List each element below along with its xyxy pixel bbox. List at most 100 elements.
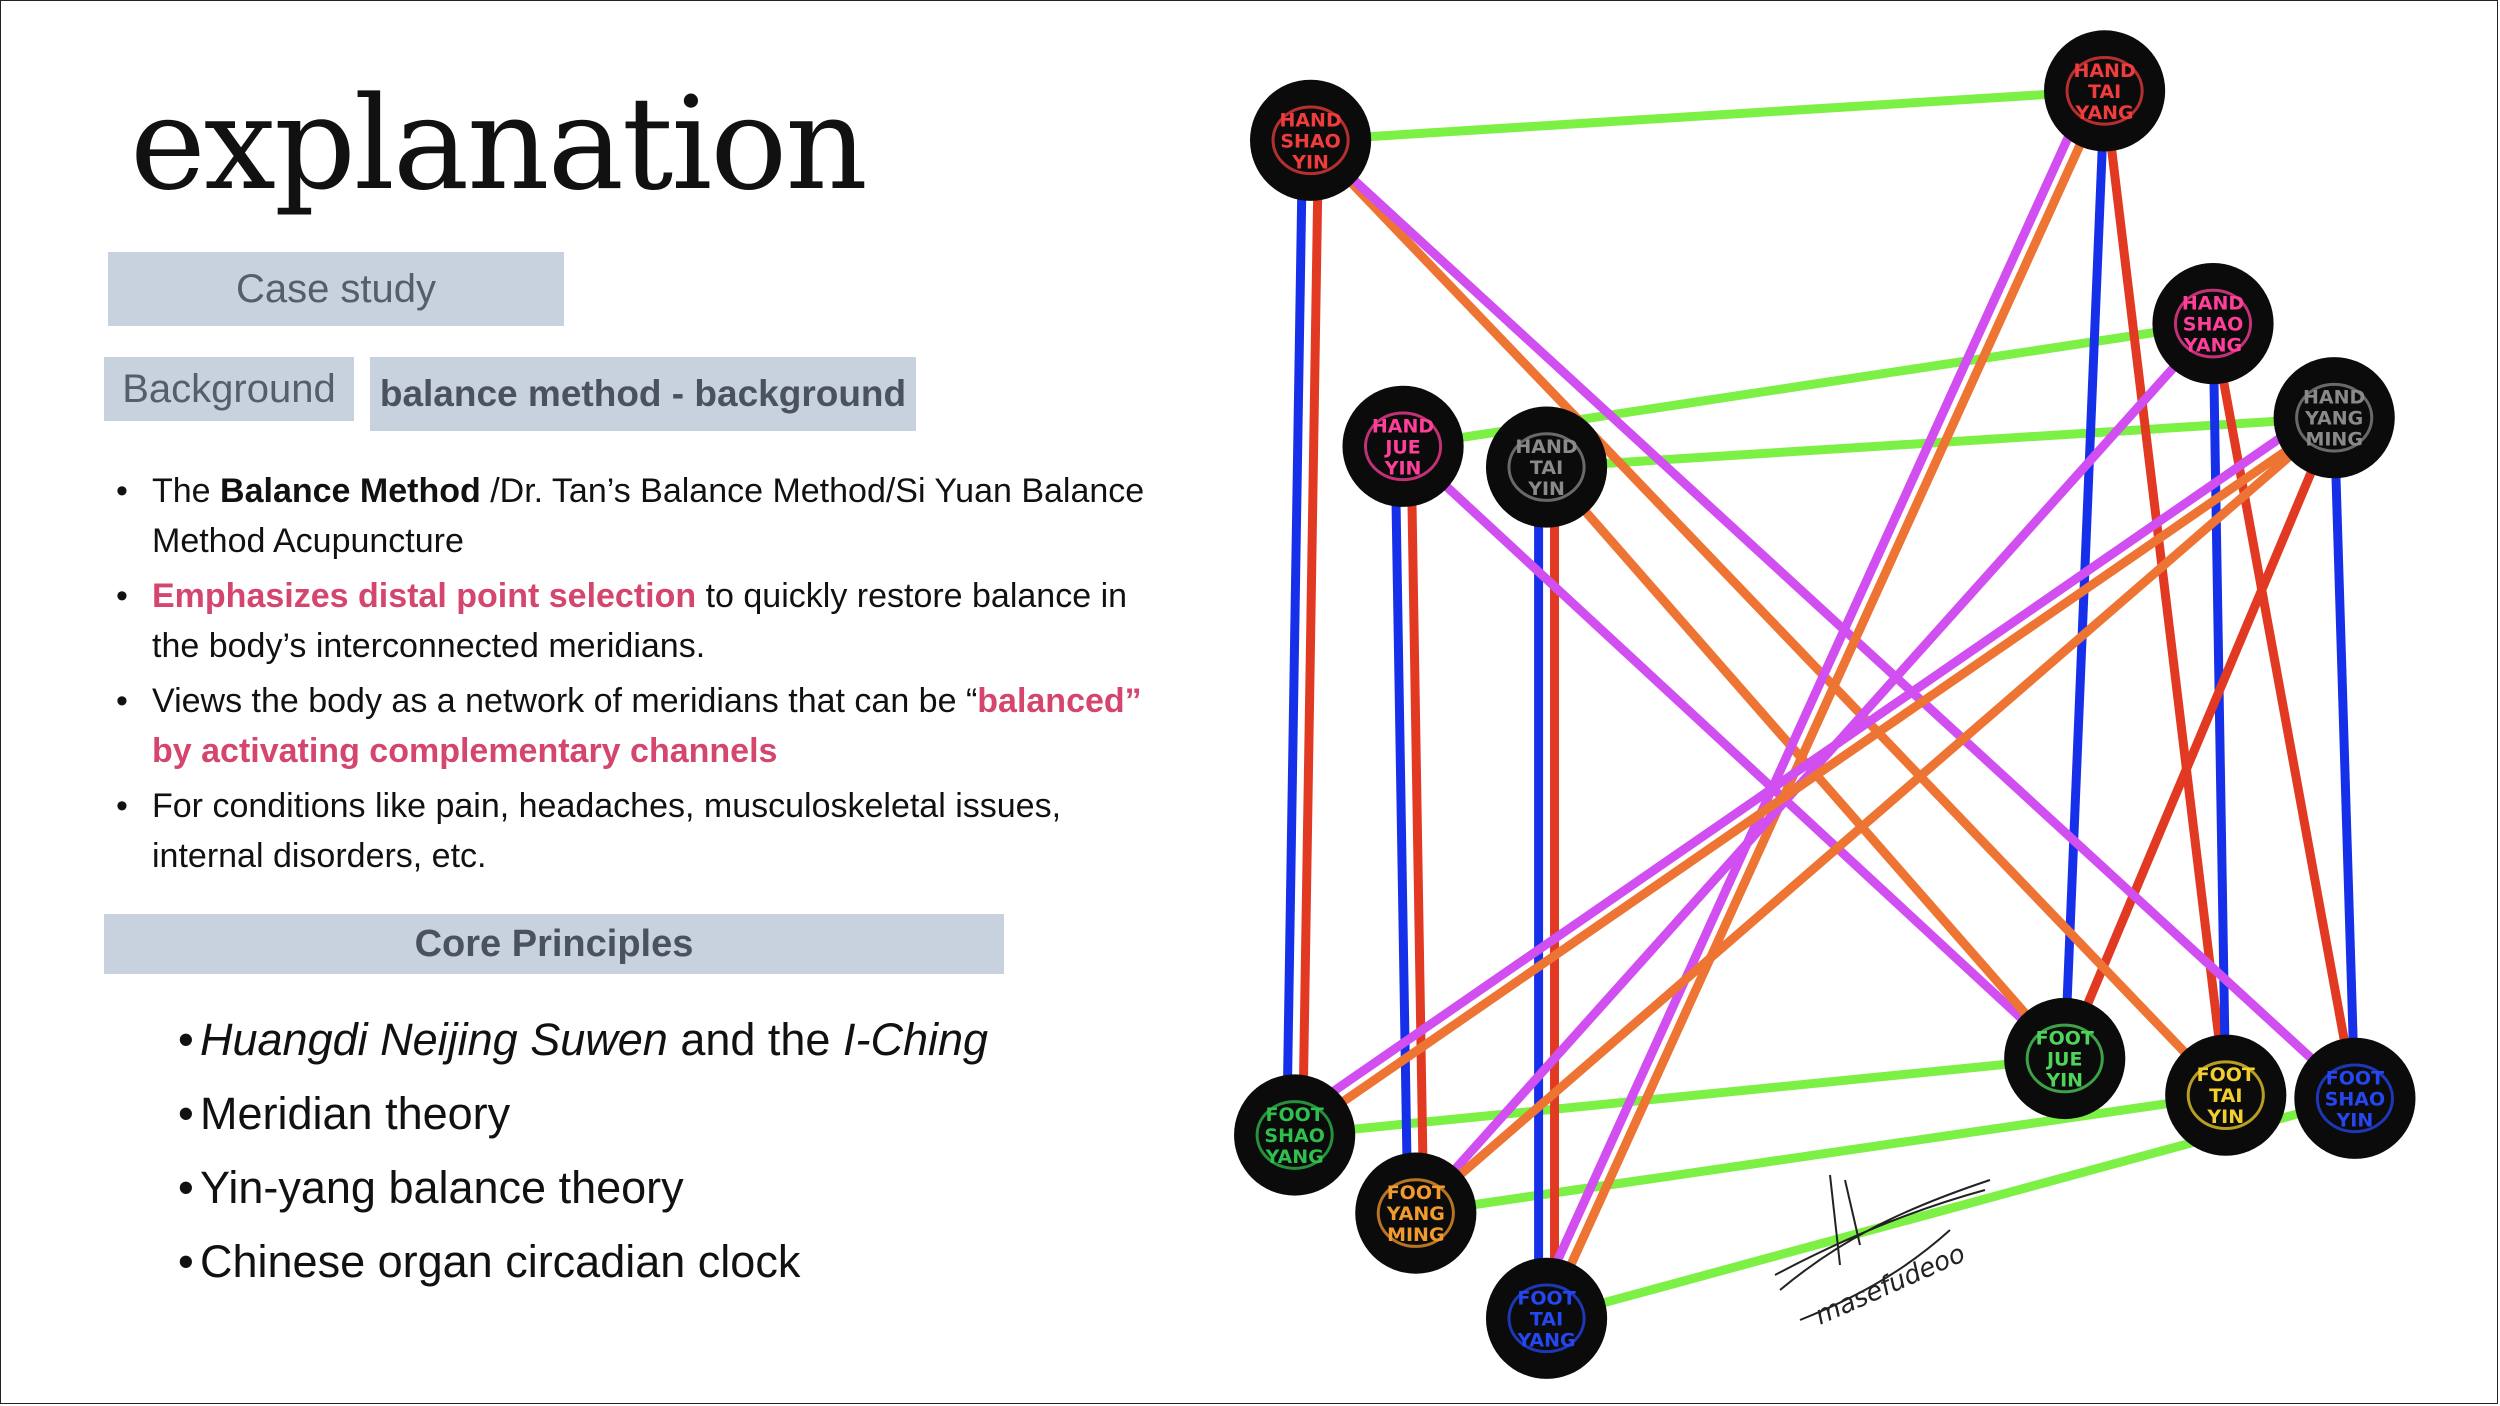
edge-red-hand-jue-yin-to-foot-yang-ming xyxy=(1406,441,1429,1218)
gallbladder-icon xyxy=(1255,1100,1334,1170)
node-circle xyxy=(1342,385,1464,507)
node-label: FOOT xyxy=(2197,1064,2255,1086)
text-run: Meridian theory xyxy=(200,1088,511,1139)
edge-green-hand-shao-yin-to-hand-tai-yang xyxy=(1306,86,2110,145)
edge-red-hand-tai-yang-to-foot-tai-yin xyxy=(2100,86,2231,1100)
edge-magenta-hand-tai-yang-to-foot-tai-yang xyxy=(1529,80,2097,1318)
signature xyxy=(1774,1174,1991,1321)
kidney-icon xyxy=(2315,1063,2394,1134)
node-label: TAI xyxy=(1530,457,1563,479)
bullet-item: Views the body as a network of meridians… xyxy=(112,676,1162,776)
node-label: YIN xyxy=(1291,151,1329,173)
text-run: Balance Method xyxy=(220,472,481,510)
node-label: HAND xyxy=(1279,109,1341,131)
edge-blue-hand-shao-yin-to-foot-shao-yang xyxy=(1282,135,1308,1140)
core-principles-heading: Core Principles xyxy=(104,914,1004,974)
node-label: YANG xyxy=(1265,1146,1324,1168)
text-run: balanced” by activating complementary ch… xyxy=(152,682,1142,770)
edge-orange-hand-yang-ming-to-foot-shao-yang xyxy=(1290,413,2339,1140)
text-run: Yin-yang balance theory xyxy=(200,1162,684,1213)
edge-red-hand-yang-ming-to-foot-jue-yin xyxy=(2060,413,2339,1063)
edge-blue-hand-jue-yin-to-foot-yang-ming xyxy=(1390,441,1413,1218)
stomach-icon xyxy=(1376,1178,1455,1248)
large-intestine-icon xyxy=(2295,382,2374,453)
bullet-item: Emphasizes distal point selection to qui… xyxy=(112,571,1162,671)
text-run: Views the body as a network of meridians… xyxy=(152,682,978,720)
node-label: YANG xyxy=(2183,335,2242,357)
text-run: I-Ching xyxy=(842,1014,989,1065)
node-label: TAI xyxy=(1530,1308,1563,1330)
bullet-item: For conditions like pain, headaches, mus… xyxy=(112,781,1162,881)
node-circle xyxy=(1355,1152,1477,1274)
text-run: to quickly restore balance in the body’s… xyxy=(152,577,1128,665)
node-circle xyxy=(2004,997,2126,1120)
node-circle xyxy=(1485,1257,1608,1379)
node-label: HAND xyxy=(1372,415,1434,437)
node-circle xyxy=(2294,1037,2416,1159)
node-label: FOOT xyxy=(1387,1182,1445,1204)
edge-orange-hand-shao-yin-to-foot-tai-yin xyxy=(1306,135,2231,1100)
node-label: SHAO xyxy=(2183,314,2243,336)
lungs-icon xyxy=(1507,432,1586,502)
node-circle xyxy=(2165,1034,2287,1156)
node-label: MING xyxy=(1387,1224,1444,1246)
node-circle xyxy=(1485,406,1608,528)
liver-icon xyxy=(2025,1023,2104,1094)
text-run: Emphasizes distal point selection xyxy=(152,577,697,615)
core-principles-list: Huangdi Neijing Suwen and the I-Ching Me… xyxy=(178,1003,988,1299)
node-label: FOOT xyxy=(1266,1104,1324,1126)
node-label: YIN xyxy=(2336,1109,2374,1131)
text-run: Huangdi Neijing Suwen xyxy=(200,1014,668,1065)
slide-title: explanation xyxy=(130,70,868,219)
node-circle xyxy=(1250,79,1372,201)
edge-orange-hand-yang-ming-to-foot-yang-ming xyxy=(1411,413,2339,1218)
text-run: Chinese organ circadian clock xyxy=(200,1236,801,1287)
node-label: FOOT xyxy=(2036,1027,2094,1049)
text-run: For conditions like pain, headaches, mus… xyxy=(152,787,1062,875)
node-label: TAI xyxy=(2209,1085,2242,1107)
node-circle xyxy=(1234,1074,1356,1196)
edge-magenta-hand-yang-ming-to-foot-shao-yang xyxy=(1282,401,2331,1129)
edge-red-hand-shao-yin-to-foot-shao-yang xyxy=(1298,135,1324,1140)
node-label: YIN xyxy=(1384,457,1422,479)
node-label: YANG xyxy=(1386,1203,1445,1225)
edge-blue-hand-shao-yang-to-foot-tai-yin xyxy=(2208,319,2231,1100)
bladder-icon xyxy=(1507,1283,1586,1354)
node-label: YIN xyxy=(1527,478,1565,500)
node-label: YANG xyxy=(1516,1329,1575,1351)
background-bullet-list: The Balance Method /Dr. Tan’s Balance Me… xyxy=(112,466,1162,886)
case-study-tag: Case study xyxy=(108,252,564,326)
edge-red-hand-shao-yang-to-foot-shao-yin xyxy=(2208,319,2360,1103)
node-label: YIN xyxy=(2045,1069,2083,1091)
text-run: /Dr. Tan’s Balance Method/Si Yuan Balanc… xyxy=(152,472,1145,560)
background-tag: Background xyxy=(104,357,354,421)
pericardium-icon xyxy=(1363,411,1443,482)
signature-text: masefudeoo xyxy=(1811,1239,1970,1332)
edge-magenta-hand-shao-yang-to-foot-yang-ming xyxy=(1411,319,2218,1218)
node-label: FOOT xyxy=(2326,1067,2384,1089)
core-principle-item: Meridian theory xyxy=(178,1077,988,1151)
node-label: HAND xyxy=(2303,387,2365,409)
edge-orange-hand-tai-yang-to-foot-tai-yang xyxy=(1542,86,2110,1323)
node-label: SHAO xyxy=(1280,130,1340,152)
core-principle-item: Chinese organ circadian clock xyxy=(178,1225,988,1299)
triple-burner-icon xyxy=(2173,288,2253,359)
text-run: and the xyxy=(667,1014,843,1065)
spleen-icon xyxy=(2186,1060,2265,1130)
core-principle-item: Yin-yang balance theory xyxy=(178,1151,988,1225)
small-intestine-icon xyxy=(2065,56,2144,126)
bullet-item: The Balance Method /Dr. Tan’s Balance Me… xyxy=(112,466,1162,566)
node-label: HAND xyxy=(2073,60,2135,82)
edge-magenta-hand-jue-yin-to-foot-jue-yin xyxy=(1398,441,2070,1063)
